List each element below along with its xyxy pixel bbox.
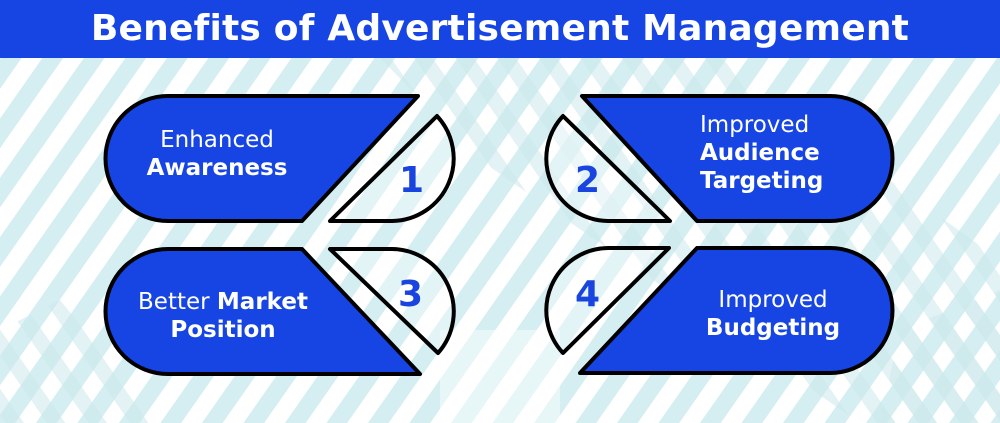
benefit-4-number: 4 bbox=[575, 274, 601, 315]
benefit-4-number-segment bbox=[544, 246, 671, 355]
benefit-1-line2: Awareness bbox=[146, 155, 288, 181]
benefit-2-number-segment bbox=[544, 114, 672, 223]
benefit-4-label: Improved Budgeting bbox=[690, 286, 856, 342]
benefit-3-line1-bold: Market bbox=[216, 289, 308, 315]
benefit-4-line1: Improved bbox=[718, 287, 828, 313]
benefit-2-line3: Targeting bbox=[700, 168, 824, 194]
benefit-4-line2: Budgeting bbox=[705, 315, 841, 341]
benefit-3-label: Better Market Position bbox=[116, 288, 330, 344]
benefit-1-number-segment bbox=[328, 114, 456, 223]
benefit-1-number: 1 bbox=[399, 160, 425, 201]
benefit-2-label: Improved Audience Targeting bbox=[700, 111, 870, 195]
title-banner: Benefits of Advertisement Management bbox=[0, 0, 1000, 58]
benefit-4-pill bbox=[578, 246, 895, 375]
benefit-1-label: Enhanced Awareness bbox=[134, 126, 300, 182]
benefit-2-number: 2 bbox=[575, 160, 601, 201]
benefit-1-line1: Enhanced bbox=[160, 127, 274, 153]
benefit-3-number: 3 bbox=[398, 274, 424, 315]
benefit-2-line1: Improved bbox=[700, 112, 810, 138]
benefit-3-line1-light: Better bbox=[138, 289, 210, 315]
benefit-3-pill bbox=[103, 247, 422, 376]
benefit-2-line2: Audience bbox=[700, 140, 820, 166]
benefit-2-pill bbox=[580, 94, 895, 223]
benefit-3-line2: Position bbox=[170, 317, 276, 343]
page-title: Benefits of Advertisement Management bbox=[90, 7, 910, 49]
benefit-1-pill bbox=[103, 94, 420, 223]
benefit-3-number-segment bbox=[328, 247, 456, 355]
